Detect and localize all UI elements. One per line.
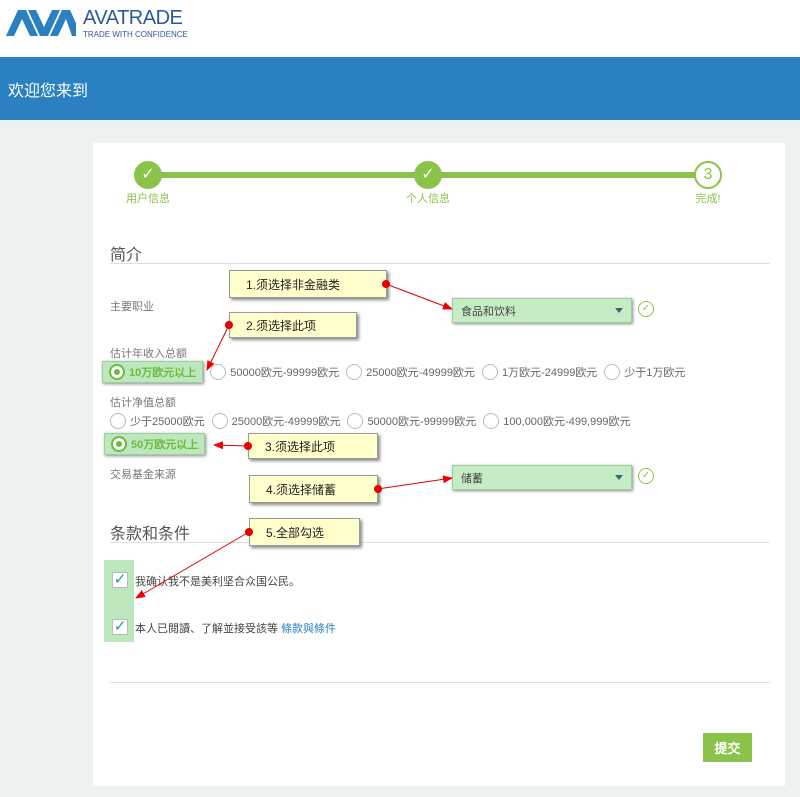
step-3-number: 3 bbox=[694, 161, 722, 189]
step-1-check-icon: ✓ bbox=[134, 161, 162, 189]
radio-selected-icon bbox=[111, 436, 127, 452]
income-option-5[interactable]: 少于1万欧元 bbox=[604, 361, 685, 383]
brand-name: AVATRADE bbox=[83, 7, 183, 29]
radio-icon bbox=[110, 413, 126, 429]
annual-income-label: 估计年收入总额 bbox=[110, 348, 187, 360]
option-label: 100,000欧元-499,999欧元 bbox=[503, 416, 631, 428]
step-2-label: 个人信息 bbox=[406, 193, 450, 205]
us-citizen-text: 我确认我不是美利坚合众国公民。 bbox=[135, 576, 300, 588]
networth-option-1[interactable]: 少于25000欧元 bbox=[110, 410, 205, 432]
option-label: 少于1万欧元 bbox=[624, 367, 686, 379]
divider bbox=[110, 263, 770, 264]
option-label: 50万欧元以上 bbox=[131, 439, 199, 451]
welcome-title: 欢迎您来到 bbox=[8, 83, 89, 100]
radio-icon bbox=[210, 364, 227, 380]
option-label: 10万欧元以上 bbox=[129, 367, 197, 379]
top-header: AVATRADE TRADE WITH CONFIDENCE bbox=[0, 0, 800, 57]
radio-icon bbox=[481, 364, 498, 380]
annotation-2: 2.须选择此项 bbox=[229, 312, 357, 338]
income-option-2[interactable]: 50000欧元-99999欧元 bbox=[210, 361, 339, 383]
option-label: 50000欧元-99999欧元 bbox=[367, 416, 477, 428]
welcome-banner bbox=[0, 57, 800, 120]
terms-checkbox[interactable]: ✓ bbox=[112, 618, 128, 635]
annotation-1: 1.须选择非金融类 bbox=[229, 270, 387, 298]
radio-icon bbox=[211, 413, 228, 429]
divider bbox=[110, 542, 770, 543]
valid-check-icon: ✓ bbox=[638, 468, 654, 484]
income-option-1[interactable]: 10万欧元以上 bbox=[102, 361, 204, 383]
occupation-label: 主要职业 bbox=[110, 301, 154, 313]
radio-icon bbox=[346, 364, 363, 380]
option-label: 少于25000欧元 bbox=[130, 416, 205, 428]
radio-selected-icon bbox=[109, 364, 125, 380]
us-citizen-checkbox[interactable]: ✓ bbox=[112, 571, 128, 588]
networth-option-5[interactable]: 50万欧元以上 bbox=[104, 433, 206, 455]
radio-icon bbox=[604, 364, 621, 380]
fund-source-label: 交易基金来源 bbox=[110, 469, 176, 481]
step-3-label: 完成! bbox=[695, 193, 721, 205]
terms-line: 本人已閱讀、了解並接受該等 條款與條件 bbox=[135, 620, 336, 636]
occupation-value: 食品和饮料 bbox=[461, 305, 516, 318]
profile-section-title: 简介 bbox=[110, 247, 143, 264]
brand-tagline: TRADE WITH CONFIDENCE bbox=[83, 30, 188, 39]
dropdown-arrow-icon bbox=[615, 475, 623, 480]
dropdown-arrow-icon bbox=[615, 308, 623, 313]
divider bbox=[110, 682, 770, 683]
networth-option-4[interactable]: 100,000欧元-499,999欧元 bbox=[483, 410, 630, 432]
valid-check-icon: ✓ bbox=[638, 301, 654, 317]
option-label: 50000欧元-99999欧元 bbox=[230, 367, 340, 379]
annotation-3: 3.须选择此项 bbox=[248, 433, 378, 459]
submit-button[interactable]: 提交 bbox=[703, 733, 752, 762]
radio-icon bbox=[347, 413, 364, 429]
terms-section-title: 条款和条件 bbox=[110, 526, 191, 543]
net-worth-options: 少于25000欧元 25000欧元-49999欧元 50000欧元-99999欧… bbox=[110, 410, 630, 432]
networth-option-2[interactable]: 25000欧元-49999欧元 bbox=[211, 410, 341, 432]
fund-source-select[interactable]: 储蓄 bbox=[452, 465, 632, 490]
terms-text: 本人已閱讀、了解並接受該等 bbox=[135, 623, 278, 635]
income-option-3[interactable]: 25000欧元-49999欧元 bbox=[346, 361, 475, 383]
occupation-select[interactable]: 食品和饮料 bbox=[452, 298, 632, 323]
step-1-label: 用户信息 bbox=[126, 193, 170, 205]
networth-option-3[interactable]: 50000欧元-99999欧元 bbox=[347, 410, 476, 432]
option-label: 1万欧元-24999欧元 bbox=[501, 367, 598, 379]
step-2-check-icon: ✓ bbox=[414, 161, 442, 189]
terms-link[interactable]: 條款與條件 bbox=[281, 623, 337, 635]
annual-income-options: 10万欧元以上 50000欧元-99999欧元 25000欧元-49999欧元 … bbox=[102, 361, 685, 383]
option-label: 25000欧元-49999欧元 bbox=[231, 416, 341, 428]
net-worth-label: 估计净值总额 bbox=[110, 397, 176, 409]
avatrade-logo-icon bbox=[6, 10, 76, 36]
annotation-5: 5.全部勾选 bbox=[249, 518, 360, 546]
registration-card bbox=[93, 143, 785, 786]
annotation-4: 4.须选择储蓄 bbox=[249, 475, 378, 503]
income-option-4[interactable]: 1万欧元-24999欧元 bbox=[481, 361, 598, 383]
radio-icon bbox=[483, 413, 500, 429]
fund-source-value: 储蓄 bbox=[461, 472, 483, 485]
option-label: 25000欧元-49999欧元 bbox=[366, 367, 475, 379]
